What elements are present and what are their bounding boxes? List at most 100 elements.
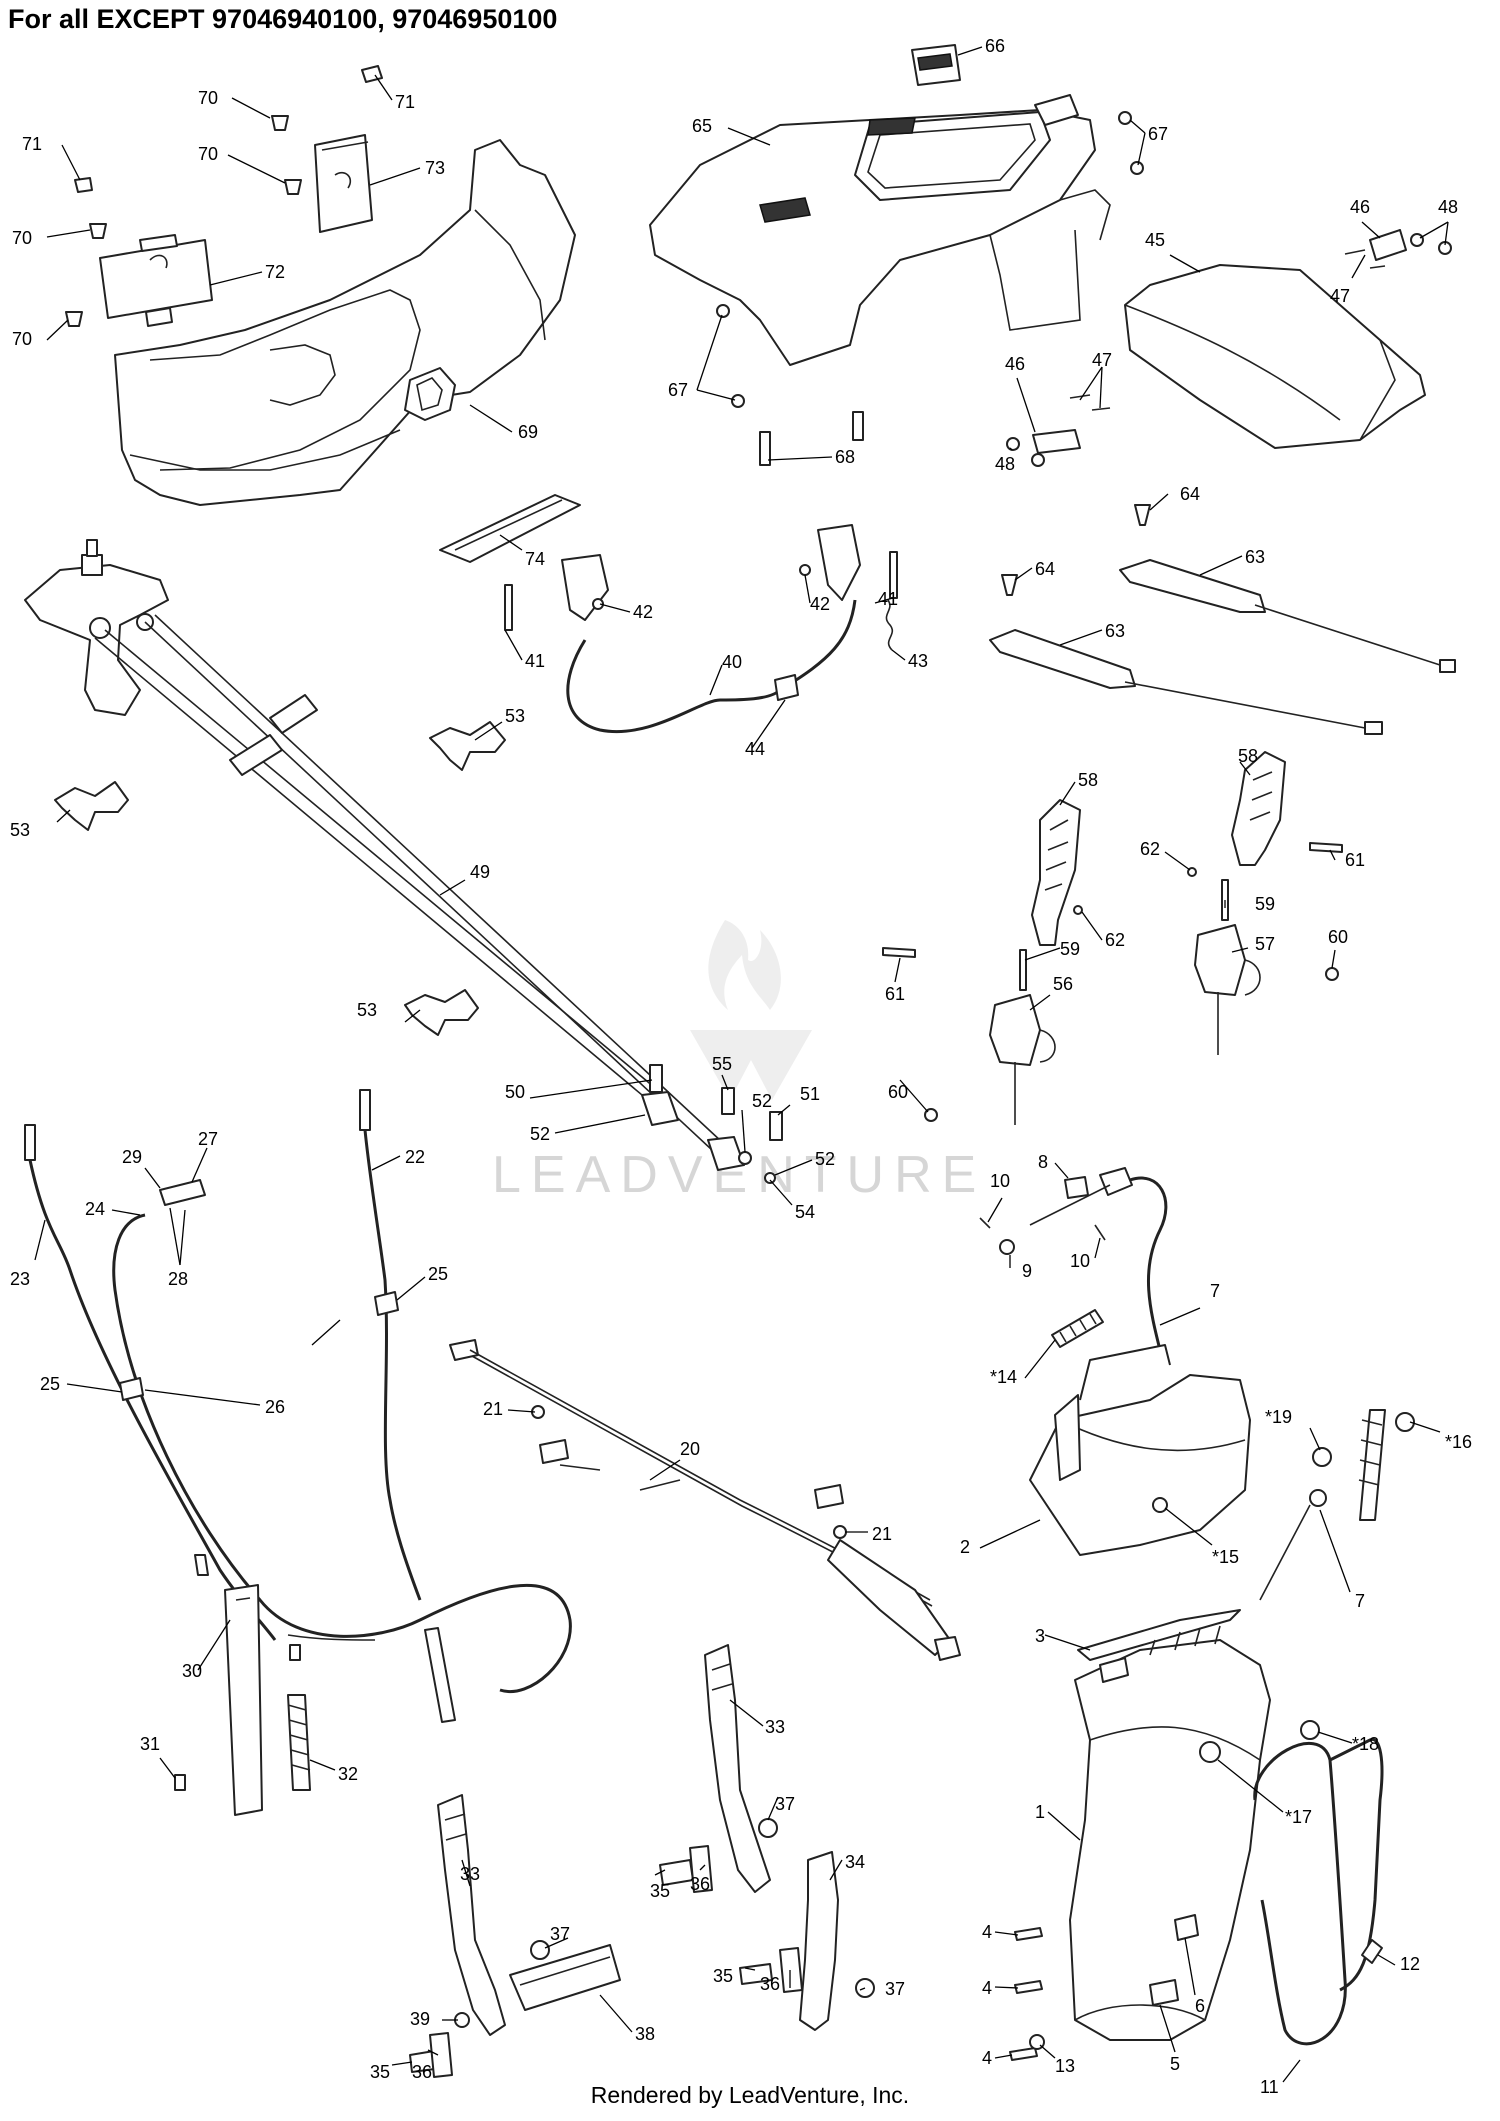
part-housing-57 [1194,879,1261,1055]
part-housing-56 [989,949,1056,1125]
part-spring-12 [1361,1939,1383,1964]
callout-45: 45 [1145,230,1165,250]
callout-33: 33 [765,1717,785,1737]
part-bolts-64 [1001,504,1151,596]
callout-10: 10 [990,1171,1010,1191]
callout-26: 26 [265,1397,285,1417]
callout-56: 56 [1053,974,1073,994]
callout-40: 40 [722,652,742,672]
callout-48: 48 [995,454,1015,474]
callout-5: 5 [1170,2054,1180,2074]
callout-43: 43 [908,651,928,671]
callout-35: 35 [370,2062,390,2082]
part-chute-cable-7 [979,1167,1168,1351]
part-handle-11 [1253,1737,1384,2046]
callout-62: 62 [1140,839,1160,859]
callout-4: 4 [982,1978,992,1998]
callout-37: 37 [550,1924,570,1944]
callout-19: *19 [1265,1407,1292,1427]
part-rod-ends-50-55 [641,1064,783,1184]
part-chute-base-1 [1069,1625,1271,2041]
part-harness-20 [449,1339,961,1661]
callout-42: 42 [633,602,653,622]
callout-47: 47 [1330,286,1350,306]
callout-61: 61 [885,984,905,1004]
part-spring-32 [287,1694,311,1791]
callout-63: 63 [1245,547,1265,567]
callout-54: 54 [795,1202,815,1222]
callout-11: 11 [1260,2077,1279,2097]
callout-65: 65 [692,116,712,136]
callout-70: 70 [198,144,218,164]
callout-58: 58 [1078,770,1098,790]
callout-57: 57 [1255,934,1275,954]
callout-67: 67 [1148,124,1168,144]
callout-60: 60 [1328,927,1348,947]
callout-73: 73 [425,158,445,178]
part-bracket-73 [314,134,373,233]
callout-28: 28 [168,1269,188,1289]
callout-35: 35 [713,1966,733,1986]
callout-38: 38 [635,2024,655,2044]
leader-lines [34,46,1449,2083]
callout-46: 46 [1350,197,1370,217]
callout-21: 21 [872,1524,892,1544]
callout-53: 53 [505,706,525,726]
callout-55: 55 [712,1054,732,1074]
callout-72: 72 [265,262,285,282]
callout-17: *17 [1285,1807,1312,1827]
callout-58: 58 [1238,746,1258,766]
callout-63: 63 [1105,621,1125,641]
callout-52: 52 [815,1149,835,1169]
callout-13: 13 [1055,2056,1075,2076]
callout-67: 67 [668,380,688,400]
callout-61: 61 [1345,850,1365,870]
callout-24: 24 [85,1199,105,1219]
callout-52: 52 [752,1091,772,1111]
callout-66: 66 [985,36,1005,56]
part-cable-40 [504,524,898,734]
callout-22: 22 [405,1147,425,1167]
callout-10: 10 [1070,1251,1090,1271]
callout-44: 44 [745,739,765,759]
part-screws-67-68 [716,111,1144,466]
part-switch-66 [911,44,961,86]
callout-69: 69 [518,422,538,442]
part-handle-63a [1119,559,1456,673]
callout-62: 62 [1105,930,1125,950]
part-clamp-53b [54,781,129,831]
callout-64: 64 [1035,559,1055,579]
callout-1: 1 [1035,1802,1045,1822]
part-lever-33a [704,1644,771,1893]
part-rivets-4-5-6-13 [1009,1914,1199,2061]
callout-46: 46 [1005,354,1025,374]
callout-15: *15 [1212,1547,1239,1567]
callout-50: 50 [505,1082,525,1102]
part-fasteners-70-71 [65,65,383,327]
part-dash-panel [649,94,1111,366]
callout-4: 4 [982,2048,992,2068]
part-bracket-72 [99,234,213,327]
callout-30: 30 [182,1661,202,1681]
callout-37: 37 [885,1979,905,1999]
part-washers-16-19 [1152,1412,1415,1513]
part-chute-rod-7b [1259,1409,1386,1601]
callout-64: 64 [1180,484,1200,504]
part-clamp-53c [404,989,479,1036]
callout-59: 59 [1255,894,1275,914]
part-nut-31 [174,1774,186,1791]
callout-70: 70 [12,228,32,248]
callout-21: 21 [483,1399,503,1419]
part-control-rod-49 [24,539,723,1151]
part-front-hood [114,139,576,506]
callout-7: 7 [1210,1281,1220,1301]
callout-41: 41 [878,589,898,609]
callout-53: 53 [10,820,30,840]
callout-42: 42 [810,594,830,614]
callout-71: 71 [22,134,42,154]
callout-70: 70 [12,329,32,349]
callout-71: 71 [395,92,415,112]
part-clamp-53a [429,721,506,771]
watermark-logo [690,920,812,1100]
part-rail-74 [439,494,581,563]
